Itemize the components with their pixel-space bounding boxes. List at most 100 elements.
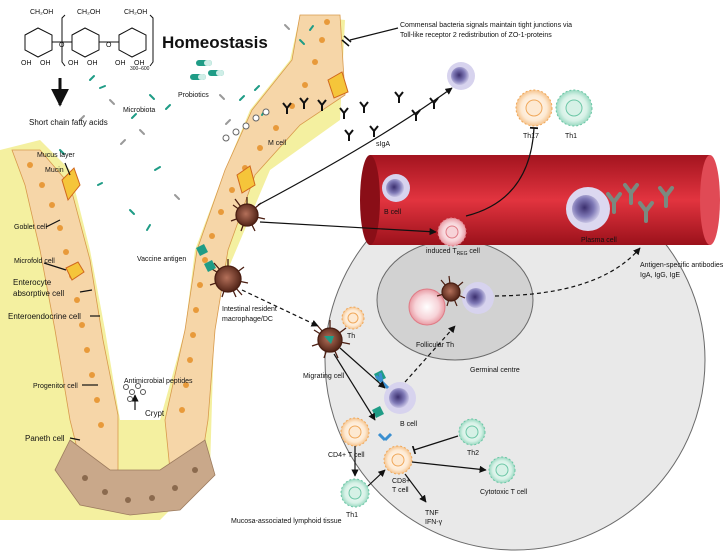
sugar-ch2oh-3: CH₂OH: [124, 9, 147, 16]
label-antibodies-2: IgA, IgG, IgE: [640, 272, 680, 279]
tight-junction-marks: [341, 35, 352, 47]
label-bcell-low: B cell: [400, 421, 418, 428]
label-th-mid: Th: [347, 333, 355, 340]
sugar-repeat-count: 300–600: [130, 66, 150, 72]
arrow-treg-th17: [465, 126, 539, 217]
paneth-zone: [54, 439, 216, 516]
label-germinal: Germinal centre: [470, 367, 520, 374]
label-paneth: Paneth cell: [25, 434, 65, 443]
blood-vessel: [360, 155, 720, 245]
th17-cell: [515, 89, 553, 127]
microfold-cell-left: [65, 261, 85, 281]
arrow-migrating-bcell: [339, 347, 386, 389]
sugar-oh-6: OH: [134, 60, 145, 67]
sugar-ch2oh-2: CH₂OH: [77, 9, 100, 16]
bcell-top: [382, 174, 410, 202]
pointer-commensal: [349, 27, 399, 41]
label-cd8-2: T cell: [392, 487, 409, 494]
migrating-cell: [311, 320, 351, 359]
intestinal-epithelium: [0, 14, 352, 520]
th1-cell-top: [555, 89, 593, 127]
label-goblet: Goblet cell: [14, 224, 48, 231]
arrows: [43, 27, 641, 503]
th1-cell-low: [340, 478, 370, 508]
label-plasma: Plasma cell: [581, 237, 617, 244]
label-antimicrobial: Antimicrobial peptides: [124, 378, 193, 385]
epithelium-right: [164, 14, 346, 471]
label-treg-sub: REG: [457, 251, 468, 257]
th-cell-mid: [341, 306, 365, 330]
label-commensal-2: Toll-like receptor 2 redistribution of Z…: [400, 32, 552, 39]
label-crypt: Crypt: [145, 409, 165, 418]
label-antibodies-1: Antigen-specific antibodies: [640, 262, 724, 269]
label-th1-top: Th1: [565, 133, 577, 140]
label-vaccine: Vaccine antigen: [137, 256, 186, 263]
germinal-dc: [436, 275, 466, 307]
label-tnf: TNF: [425, 510, 439, 517]
label-enterocyte-2: absorptive cell: [13, 289, 64, 298]
label-treg: induced TREG cell: [426, 248, 480, 257]
arrow-th2-cd8: [411, 435, 459, 455]
label-ifn: IFN-γ: [425, 519, 443, 526]
label-progenitor: Progenitor cell: [33, 383, 78, 390]
th2-cell: [458, 418, 486, 446]
antimicrobial-peptides: [123, 383, 146, 402]
macrophage-dc: [209, 197, 266, 298]
label-cytotoxic: Cytotoxic T cell: [480, 489, 528, 496]
arrow-th1-cd8: [367, 469, 386, 487]
label-macrophage-2: macrophage/DC: [222, 316, 273, 323]
mcell-vesicles: [222, 108, 270, 142]
label-probiotics: Probiotics: [178, 92, 209, 99]
diagram-title: Homeostasis: [162, 33, 268, 52]
pointer-goblet: [45, 219, 61, 228]
label-th1-low: Th1: [346, 512, 358, 519]
label-microfold: Microfold cell: [14, 258, 55, 265]
arrow-cd8-tnf: [404, 473, 427, 503]
sugar-oh-4: OH: [87, 60, 98, 67]
arrow-germinal-plasma: [494, 247, 641, 297]
label-cd4: CD4+ T cell: [328, 452, 365, 459]
label-siga: sIgA: [376, 141, 390, 148]
sugar-oh-1: OH: [21, 60, 32, 67]
label-enteroendocrine: Enteroendocrine cell: [8, 312, 81, 321]
bcell-lumen: [447, 62, 475, 90]
arrow-cd8-cytotoxic: [411, 461, 487, 473]
label-macrophage-1: Intestinal resident: [222, 306, 277, 313]
plasma-cell: [566, 187, 610, 231]
paneth-nuclei: [82, 467, 198, 503]
pointer-paneth: [69, 437, 81, 441]
goblet-cell-right: [236, 165, 256, 194]
arrow-mac-migrating: [241, 289, 319, 327]
probiotics-icon: [190, 60, 224, 80]
goblet-cell-left: [61, 167, 81, 202]
pointer-enterocyte: [79, 289, 93, 293]
label-mucin: Mucin: [45, 167, 64, 174]
cytotoxic-t-cell: [488, 456, 516, 484]
label-treg-cell: cell: [467, 248, 480, 255]
label-mucus: Mucus layer: [37, 152, 75, 159]
arrow-mac-treg: [259, 221, 437, 236]
treg-cell: [437, 217, 467, 247]
label-malt: Mucosa-associated lymphoid tissue: [231, 518, 342, 525]
label-commensal-1: Commensal bacteria signals maintain tigh…: [400, 22, 572, 29]
label-cd8-1: CD8+: [392, 478, 410, 485]
label-th17: Th17: [523, 133, 539, 140]
follicular-th-cell: [408, 282, 494, 326]
microbiota-grey: [79, 24, 290, 200]
label-enterocyte-1: Enterocyte: [13, 278, 52, 287]
sugar-labels: CH₂OH CH₂OH CH₂OH OH OH OH OH OH OH O O …: [21, 9, 150, 72]
goblet-cell-top: [327, 71, 349, 99]
arrow-mac-bcell-lumen: [257, 87, 453, 206]
sugar-o-2: O: [106, 42, 112, 49]
label-treg-main: induced T: [426, 248, 457, 255]
siga-antibodies: [282, 91, 439, 141]
sugar-oh-2: OH: [40, 60, 51, 67]
sugar-structure: [24, 14, 154, 67]
pointer-microfold: [43, 262, 67, 271]
label-microbiota: Microbiota: [123, 107, 155, 114]
label-bcell-top: B cell: [384, 209, 402, 216]
label-follicular: Follicular Th: [416, 342, 454, 349]
label-migrating: Migrating cell: [303, 373, 345, 380]
